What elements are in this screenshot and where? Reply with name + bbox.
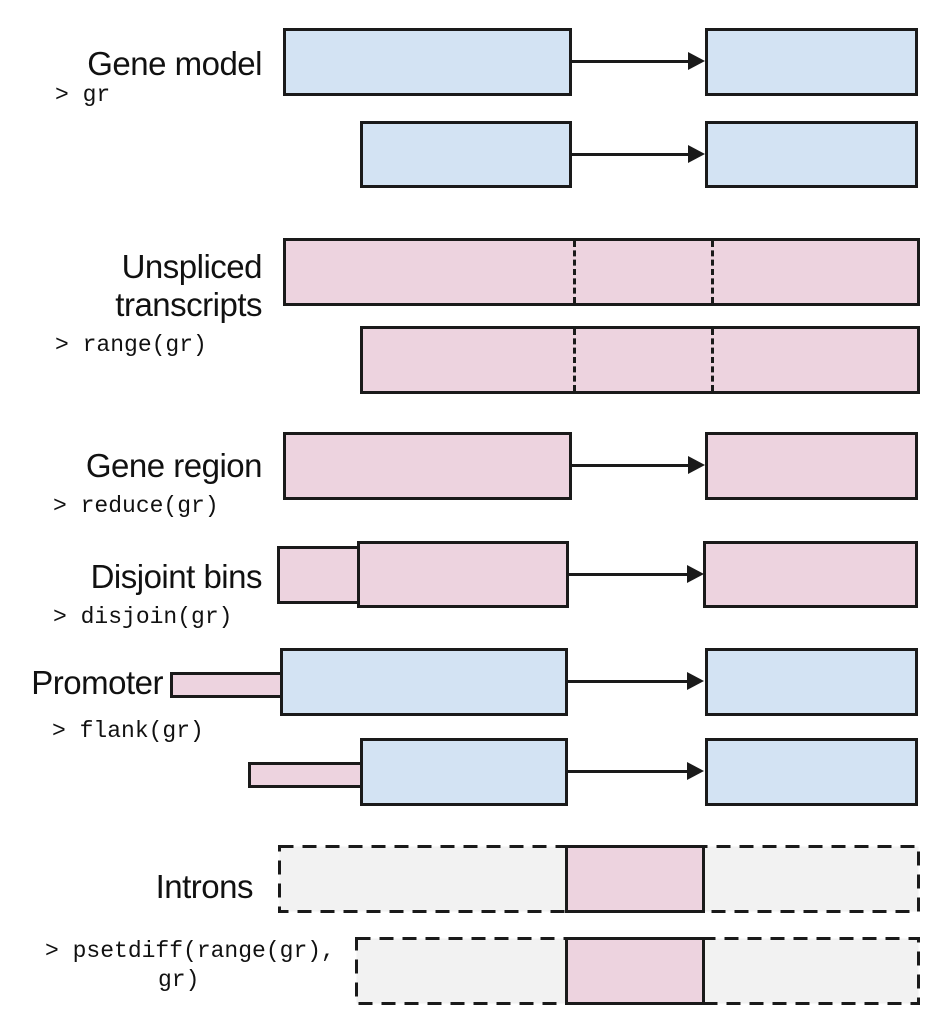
disjoint-intron-arrow <box>569 565 704 583</box>
promoter-tx2-exon1-box <box>360 738 568 806</box>
code-flank-gr: > flank(gr) <box>52 718 204 744</box>
section-label-promoter: Promoter <box>31 664 163 701</box>
promoter-tx2-exon2-box <box>705 738 918 806</box>
unspliced-tx2-range-box <box>360 326 920 394</box>
gene-model-tx2-exon1-box <box>360 121 572 188</box>
code-gr: > gr <box>55 82 111 108</box>
gene-model-tx1-exon2-box <box>705 28 918 96</box>
code-psetdiff-line2: gr) <box>158 967 200 993</box>
code-disjoin-gr: > disjoin(gr) <box>53 604 233 630</box>
label-line-unspliced: Unspliced <box>121 248 263 285</box>
gene-model-tx2-exon2-box <box>705 121 918 188</box>
gene-model-tx1-exon1-box <box>283 28 572 96</box>
exon-boundary-dashed-line <box>711 329 714 391</box>
promoter-flank-bar-tx1 <box>170 672 290 698</box>
exon-boundary-dashed-line <box>711 241 714 303</box>
promoter-tx1-exon2-box <box>705 648 918 716</box>
section-label-unspliced-transcripts: Unspliced transcripts <box>0 248 262 324</box>
code-reduce-gr: > reduce(gr) <box>53 493 219 519</box>
gene-region-intron-arrow <box>572 456 705 474</box>
code-range-gr: > range(gr) <box>55 332 207 358</box>
intron-tx2-box <box>565 937 705 1005</box>
gene-model-tx2-intron-arrow <box>572 145 705 163</box>
code-psetdiff-line1: > psetdiff(range(gr), <box>45 938 335 964</box>
section-label-introns: Introns <box>155 868 254 905</box>
exon-boundary-dashed-line <box>573 241 576 303</box>
promoter-tx1-intron-arrow <box>568 672 704 690</box>
gene-region-right-box <box>705 432 918 500</box>
disjoint-bin1-box <box>277 546 361 604</box>
gene-model-tx1-intron-arrow <box>572 52 705 70</box>
intron-tx1-box <box>565 845 705 913</box>
disjoint-bin2-box <box>357 541 569 608</box>
section-label-disjoint-bins: Disjoint bins <box>90 558 263 595</box>
disjoint-bin3-box <box>703 541 918 608</box>
exon-boundary-dashed-line <box>573 329 576 391</box>
section-label-gene-model: Gene model <box>87 45 262 82</box>
promoter-tx1-exon1-box <box>280 648 568 716</box>
unspliced-tx1-range-box <box>283 238 920 306</box>
gene-region-left-box <box>283 432 572 500</box>
section-label-gene-region: Gene region <box>85 447 263 484</box>
promoter-flank-bar-tx2 <box>248 762 370 788</box>
promoter-tx2-intron-arrow <box>568 762 704 780</box>
label-line-transcripts: transcripts <box>115 286 262 323</box>
